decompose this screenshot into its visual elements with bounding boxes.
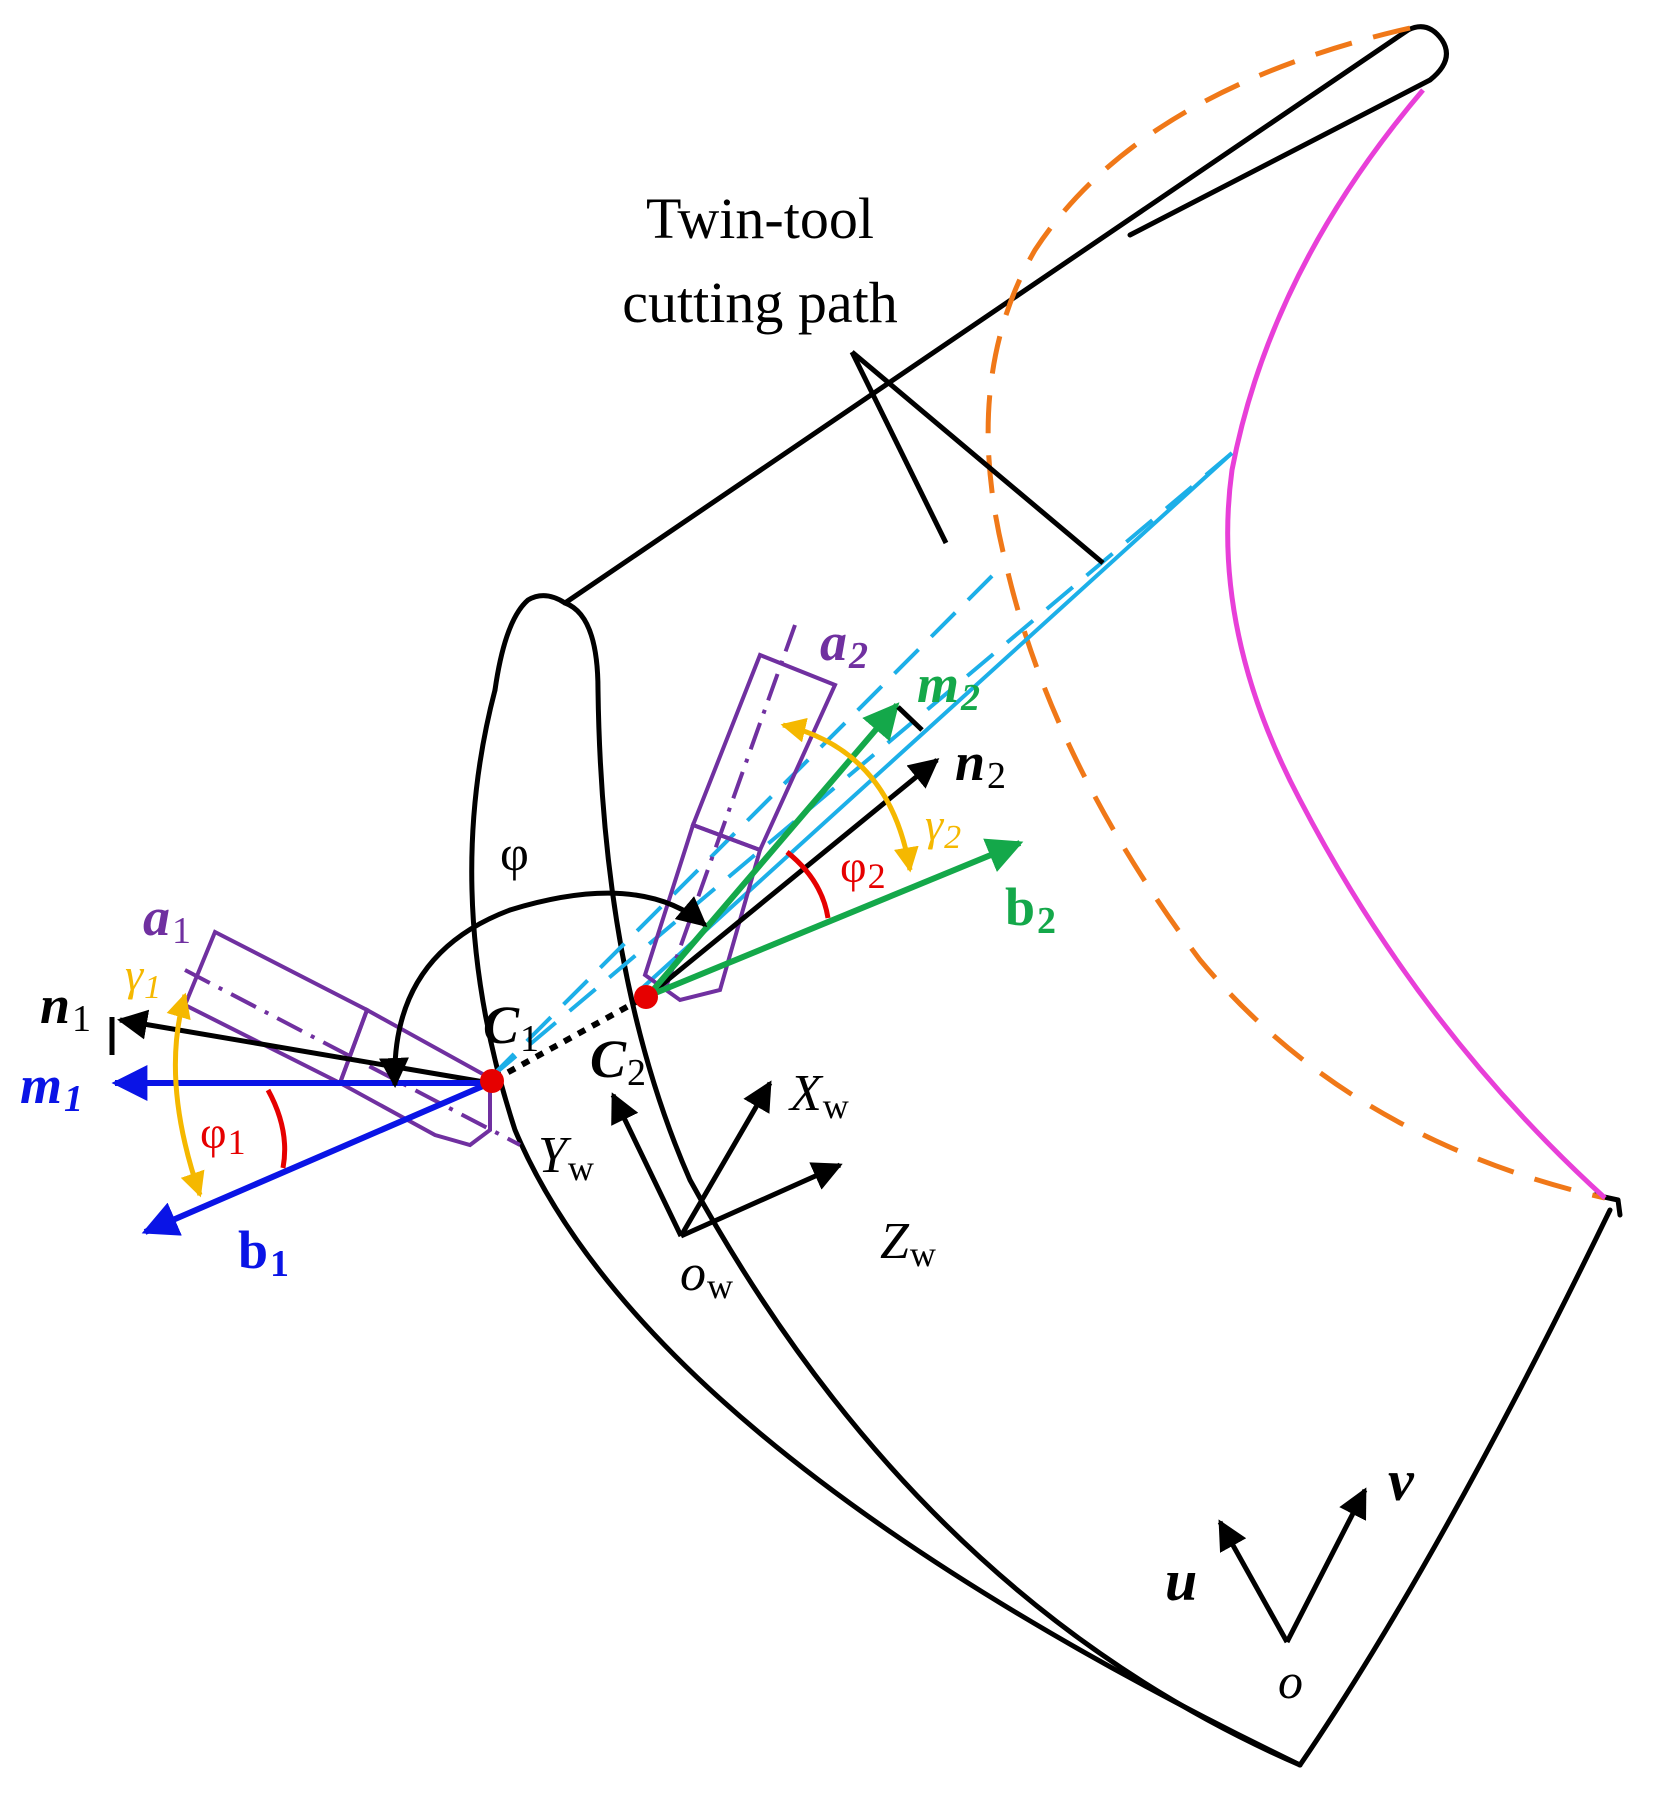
label-b2: b2 — [1005, 877, 1056, 942]
label-a1: a1 — [143, 887, 191, 952]
label-b1: b1 — [238, 1220, 289, 1285]
label-n1: n1 — [40, 975, 91, 1040]
angle-phi2-arc — [785, 850, 831, 919]
label-a2: a2 — [820, 612, 868, 677]
angle-gamma1-arc — [166, 992, 205, 1198]
c1-c2-link — [492, 994, 647, 1083]
vector-b2 — [646, 838, 1024, 999]
workpiece-frame — [610, 1080, 843, 1239]
tool-2-body — [690, 652, 838, 853]
contact-point-c2 — [634, 985, 658, 1009]
dashed-edge — [985, 25, 1606, 1201]
blade-right-edge — [1297, 1207, 1613, 1768]
caption-line-2: cutting path — [622, 270, 897, 335]
label-C1: C1 — [483, 995, 539, 1060]
label-phi2: φ2 — [840, 841, 886, 896]
label-n2: n2 — [955, 732, 1006, 797]
label-phi: φ — [500, 825, 529, 881]
label-u: u — [1165, 1548, 1197, 1613]
blade-back-edge — [562, 600, 1303, 1768]
label-Zw: Zw — [880, 1213, 936, 1274]
label-Yw: Yw — [538, 1127, 594, 1188]
tool-2-axis — [663, 624, 797, 991]
label-o: o — [1278, 1653, 1303, 1709]
label-m1: m1 — [20, 1055, 83, 1120]
magenta-edge — [1225, 88, 1607, 1200]
contact-point-c1 — [480, 1069, 504, 1093]
tool-1-axis — [184, 968, 521, 1147]
angle-gamma2-arc — [780, 717, 919, 873]
label-v: v — [1388, 1448, 1415, 1513]
cutting-path-dash-seg — [488, 566, 1002, 1080]
label-C2: C2 — [590, 1029, 646, 1094]
caption-line-1: Twin-tool — [646, 186, 874, 251]
cutting-path-line-2 — [638, 451, 1234, 992]
blade-root-tip — [492, 593, 568, 693]
caption-leaders — [849, 350, 1105, 565]
label-ow: ow — [680, 1245, 733, 1306]
label-Xw: Xw — [788, 1065, 849, 1126]
label-gamma2: γ2 — [925, 799, 961, 856]
angle-phi1-arc — [265, 1088, 288, 1169]
angle-phi-arc — [378, 890, 708, 1088]
blade-front-edge — [469, 687, 1303, 1768]
label-m2: m2 — [917, 654, 980, 719]
tool-1-body — [182, 929, 370, 1086]
vector-b1 — [141, 1080, 492, 1236]
blade-top-edge — [562, 24, 1449, 606]
surface-frame — [1217, 1487, 1368, 1644]
label-gamma1: γ1 — [125, 949, 161, 1006]
label-phi1: φ1 — [200, 1107, 246, 1162]
